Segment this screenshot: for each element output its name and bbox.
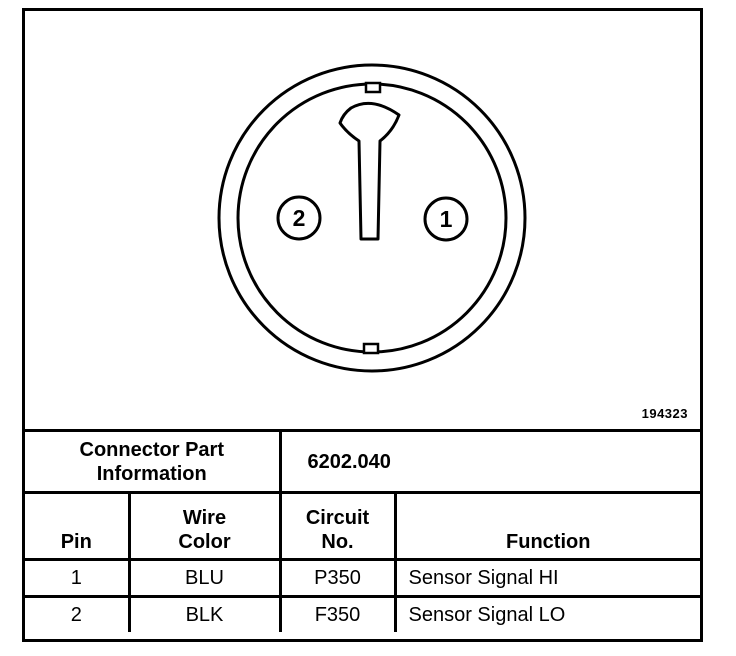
- row-function: Sensor Signal HI: [393, 558, 701, 598]
- header-circuit-line1: Circuit: [305, 507, 370, 529]
- header-pin: Pin: [25, 491, 131, 561]
- row-wire-color: BLK: [127, 595, 282, 632]
- table-row: 1 BLU P350 Sensor Signal HI: [25, 558, 701, 598]
- connector-figure: 2 1 194323 Connector Part Information 62…: [22, 8, 703, 642]
- part-info-label-line2: Information: [96, 462, 207, 485]
- row-pin: 2: [25, 595, 131, 632]
- row-pin: 1: [25, 558, 131, 598]
- connector-diagram: 2 1 194323: [25, 11, 700, 429]
- part-info-row: Connector Part Information 6202.040: [25, 429, 701, 494]
- bottom-locating-tab: [362, 342, 380, 355]
- table-row: 2 BLK F350 Sensor Signal LO: [25, 595, 701, 632]
- connector-outer-ring: [217, 63, 527, 373]
- part-number: 6202.040: [278, 429, 701, 494]
- header-wire-color-line2: Color: [178, 531, 231, 553]
- row-wire-color: BLU: [127, 558, 282, 598]
- column-header-row: Pin Wire Color Circuit No. Function: [25, 491, 701, 561]
- header-circuit-line2: No.: [321, 531, 354, 553]
- row-function: Sensor Signal LO: [393, 595, 701, 632]
- header-function: Function: [393, 491, 701, 561]
- connector-keyway: [338, 101, 401, 241]
- figure-number: 194323: [641, 406, 688, 421]
- pin-1-marker: 1: [423, 196, 469, 242]
- header-circuit-no: Circuit No.: [278, 491, 397, 561]
- pin-1-label: 1: [440, 206, 453, 232]
- header-wire-color-line1: Wire: [182, 507, 227, 529]
- part-info-label-line1: Connector Part: [79, 438, 224, 461]
- part-info-label: Connector Part Information: [25, 429, 282, 494]
- row-circuit: F350: [278, 595, 397, 632]
- row-circuit: P350: [278, 558, 397, 598]
- connector-face-drawing: 2 1: [217, 63, 527, 373]
- pin-2-label: 2: [293, 205, 306, 231]
- header-wire-color: Wire Color: [127, 491, 282, 561]
- pin-2-marker: 2: [276, 195, 322, 241]
- connector-info-table: Connector Part Information 6202.040 Pin …: [25, 429, 701, 632]
- top-locating-tab: [364, 81, 382, 94]
